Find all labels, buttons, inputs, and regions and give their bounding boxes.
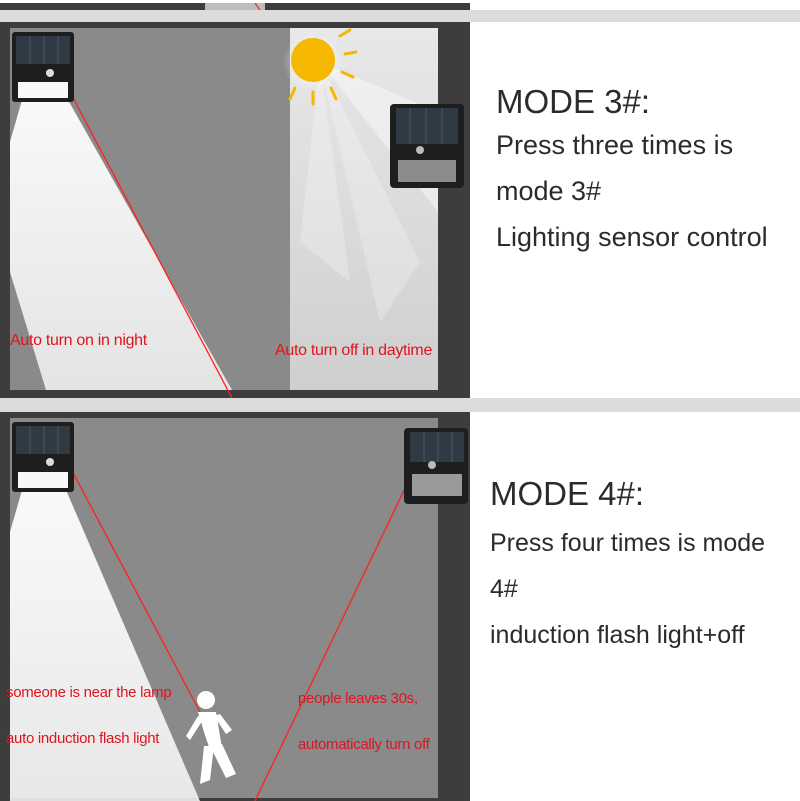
- mode-3-line-1: Press three times is: [496, 130, 734, 160]
- mode-3-description: MODE 3#: Press three times is mode 3# Li…: [496, 82, 796, 260]
- mode-4-title: MODE 4#:: [490, 475, 645, 512]
- label-auto-off: automatically turn off: [298, 736, 430, 753]
- sensor-line-right: [254, 456, 421, 801]
- sensor-line-night: [61, 76, 233, 398]
- mode-3-line-2: mode 3#: [496, 176, 602, 206]
- mode-3-title: MODE 3#:: [496, 83, 651, 120]
- mode-4-panel: someone is near the lamp auto induction …: [0, 412, 800, 801]
- mode-4-description: MODE 4#: Press four times is mode 4# ind…: [490, 474, 795, 658]
- label-auto-induction: auto induction flash light: [6, 730, 160, 747]
- flash-light-beam: [10, 490, 200, 801]
- lamp-left-icon: [12, 422, 74, 492]
- sensor-line-left: [69, 466, 201, 713]
- label-someone-near: someone is near the lamp: [6, 684, 172, 701]
- mode-4-illustration: [0, 412, 470, 801]
- mode-3-illustration: [0, 22, 470, 398]
- sun-icon: [283, 28, 358, 106]
- label-people-leave: people leaves 30s,: [298, 690, 418, 707]
- mode-3-panel: Auto turn on in night Auto turn off in d…: [0, 22, 800, 398]
- walking-person-icon: [186, 691, 236, 784]
- previous-panel-sliver: [0, 0, 800, 10]
- previous-scene-edge: [0, 2, 470, 10]
- night-light-beam: [10, 100, 232, 390]
- mode-3-line-3: Lighting sensor control: [496, 222, 768, 252]
- label-auto-on-night: Auto turn on in night: [10, 332, 147, 349]
- lamp-right-icon: [404, 428, 468, 504]
- lamp-right-icon: [390, 104, 464, 188]
- mode-4-line-2: induction flash light+off: [490, 621, 745, 649]
- lamp-left-icon: [12, 32, 74, 102]
- label-auto-off-day: Auto turn off in daytime: [275, 342, 433, 359]
- mode-4-line-1: Press four times is mode 4#: [490, 529, 766, 603]
